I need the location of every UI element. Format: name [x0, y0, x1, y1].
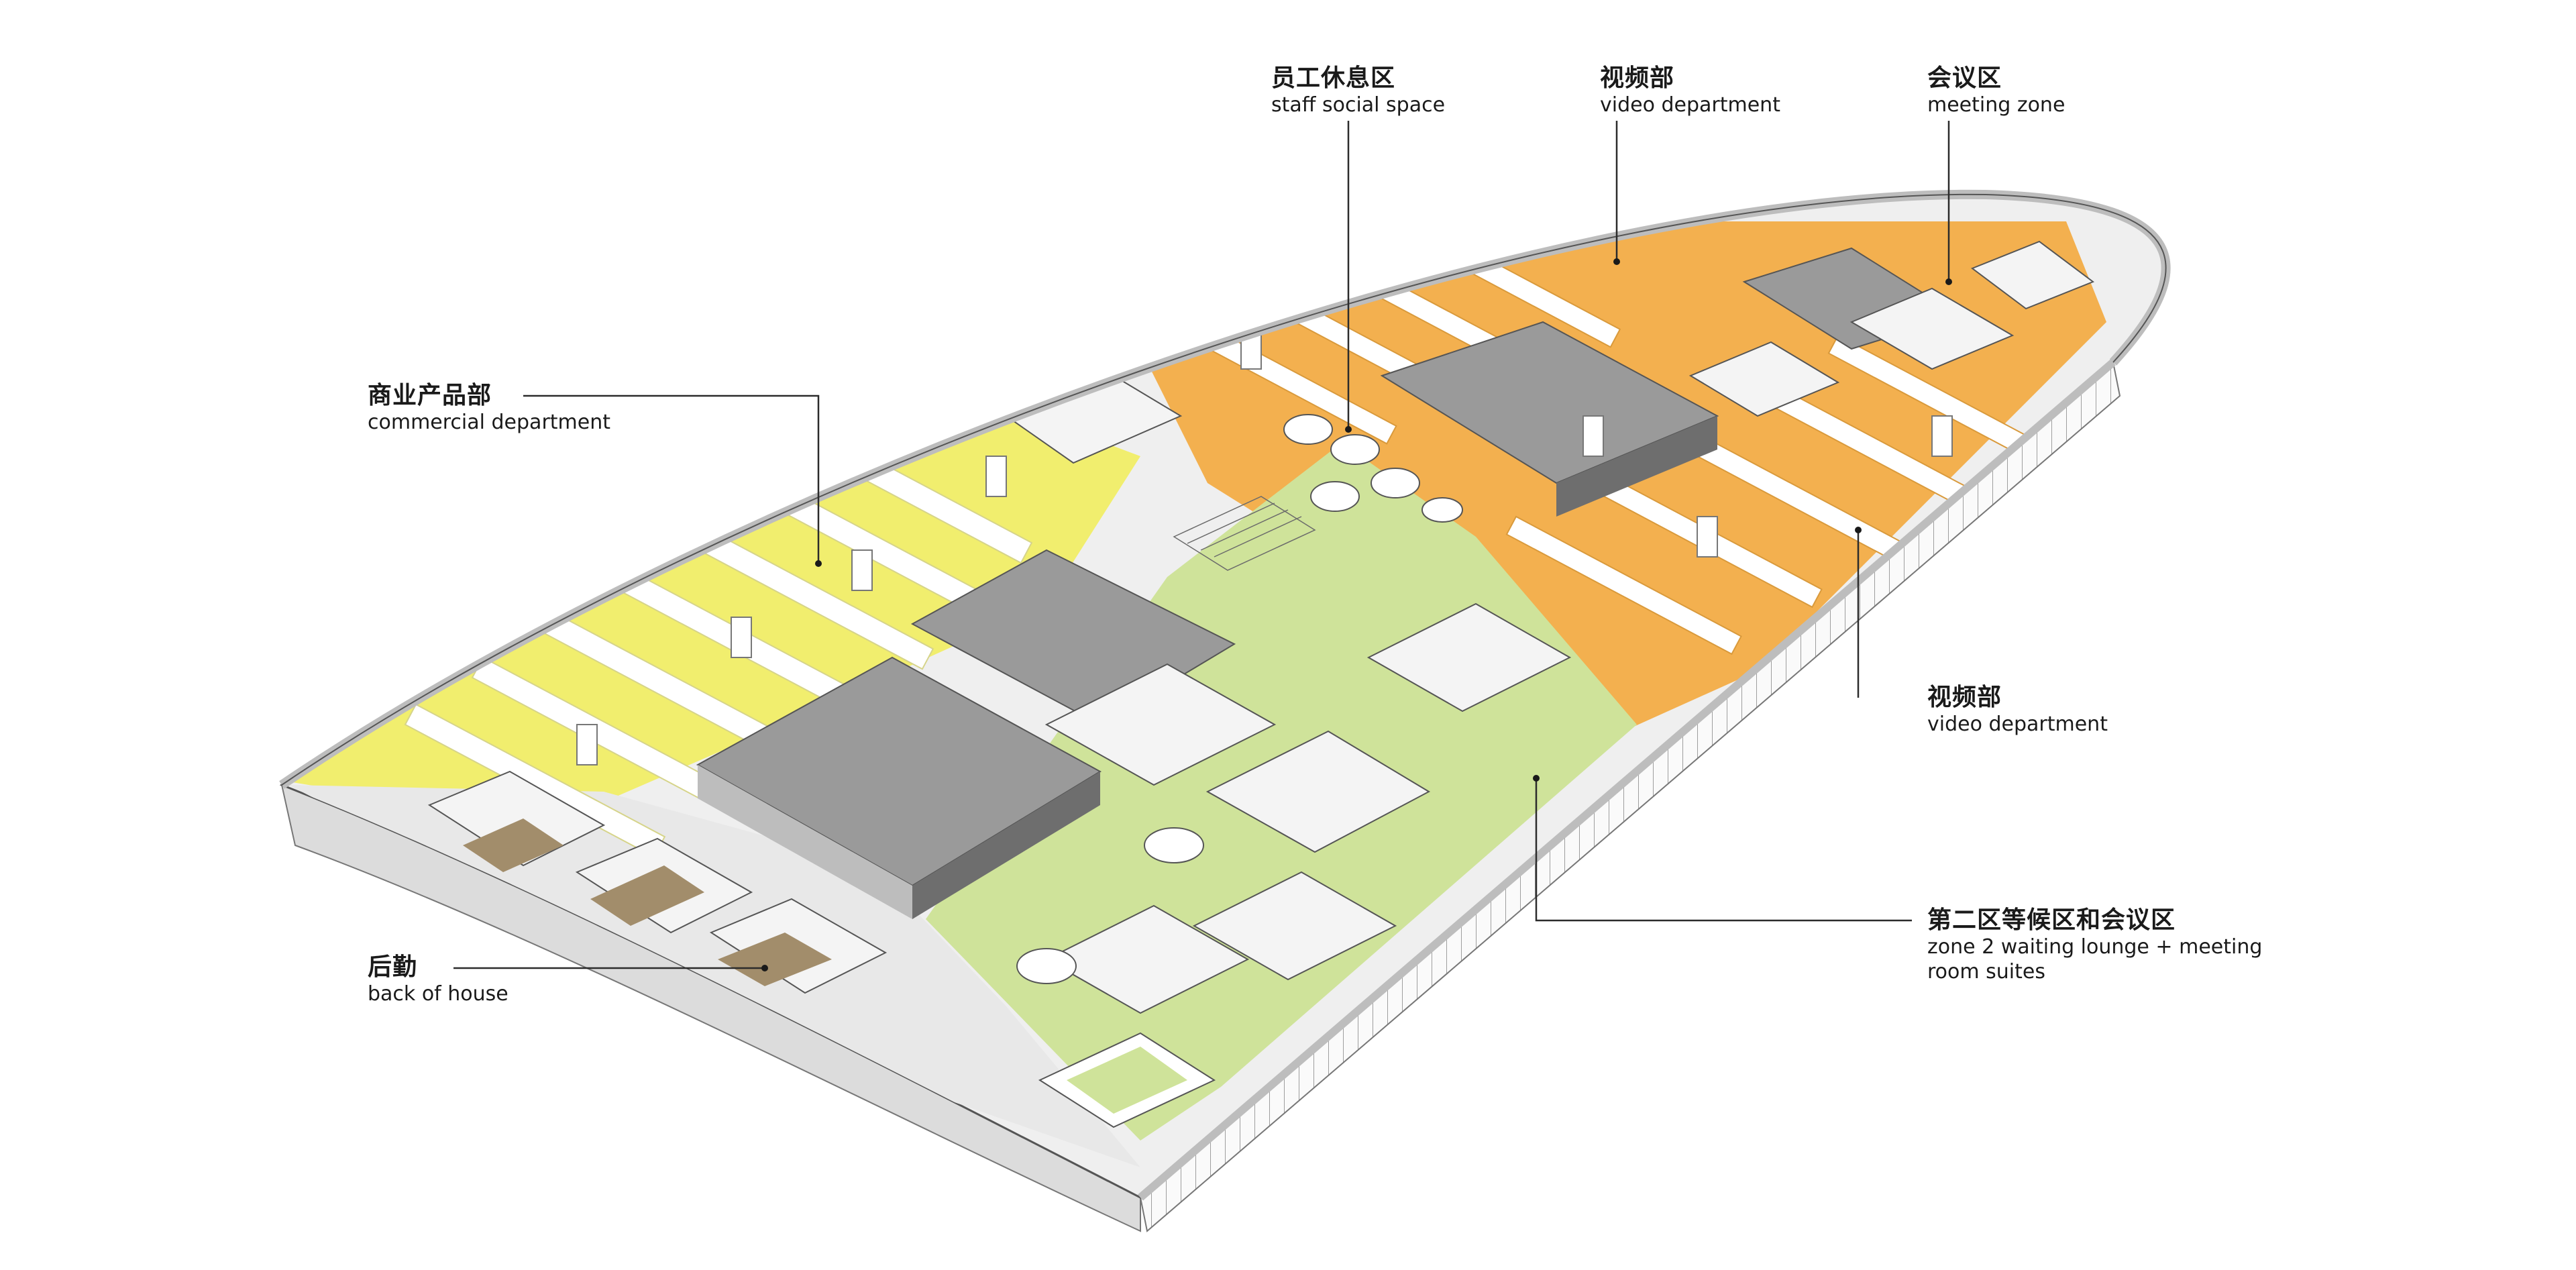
- label-commercial-department: 商业产品部 commercial department: [368, 381, 610, 435]
- label-en: commercial department: [368, 410, 610, 434]
- label-zh: 视频部: [1600, 64, 1675, 92]
- label-zh: 第二区等候区和会议区: [1927, 906, 2176, 934]
- label-en: staff social space: [1271, 93, 1446, 117]
- meeting-table: [1038, 1032, 1216, 1128]
- label-en-line1: zone 2 waiting lounge + meeting: [1927, 935, 2263, 959]
- label-video-department-right: 视频部 video department: [1927, 683, 2108, 737]
- label-en: video department: [1927, 712, 2108, 736]
- label-en: meeting zone: [1927, 93, 2065, 117]
- lounge-seating-grid: [1173, 496, 1316, 571]
- label-en: video department: [1600, 93, 1780, 117]
- label-back-of-house: 后勤 back of house: [368, 953, 508, 1007]
- label-staff-social-space: 员工休息区 staff social space: [1271, 64, 1445, 118]
- label-zone2-waiting-lounge: 第二区等候区和会议区 zone 2 waiting lounge + meeti…: [1927, 906, 2262, 984]
- label-zh: 视频部: [1927, 684, 2002, 711]
- label-video-department-top: 视频部 video department: [1600, 64, 1780, 118]
- label-en: back of house: [368, 982, 508, 1006]
- social-pods: [1016, 414, 1463, 984]
- label-zh: 商业产品部: [368, 382, 492, 409]
- leader-lines: [453, 121, 1952, 971]
- label-zh: 员工休息区: [1271, 64, 1396, 92]
- label-meeting-zone: 会议区 meeting zone: [1927, 64, 2065, 118]
- label-zh: 会议区: [1927, 64, 2002, 92]
- back-of-house-floors: [463, 818, 832, 986]
- label-en-line2: room suites: [1927, 959, 2045, 984]
- label-zh: 后勤: [368, 953, 418, 981]
